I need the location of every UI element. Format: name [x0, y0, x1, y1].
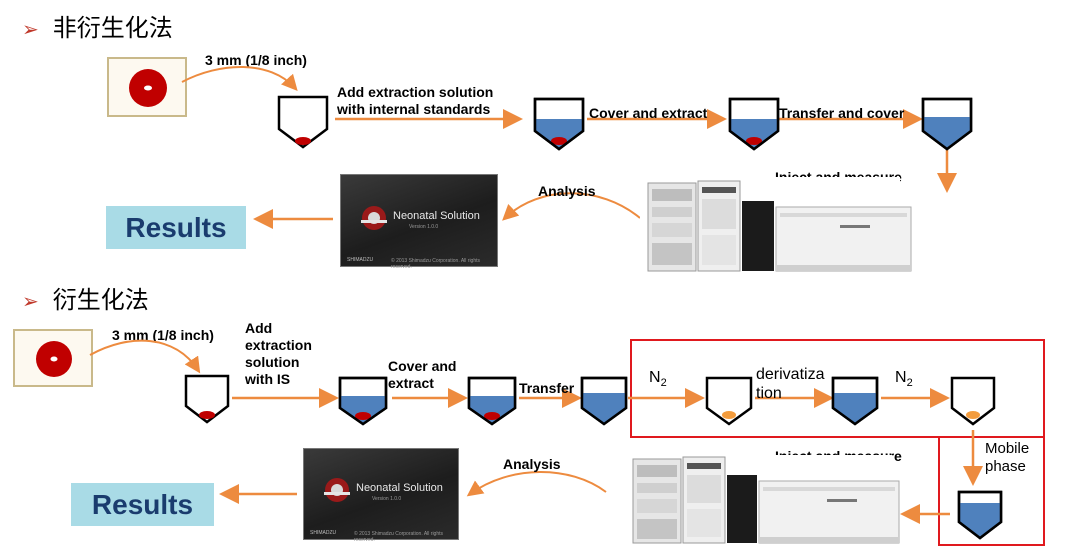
step-add-extraction-label: Add extraction solution with internal st… — [337, 84, 494, 117]
software-copyright: © 2013 Shimadzu Corporation. All rights … — [391, 258, 481, 270]
analysis-label: Analysis — [538, 183, 596, 199]
results-box: Results — [71, 483, 214, 526]
nitrogen-drying-label-1: N2 — [649, 368, 667, 393]
section2-heading: ➢ 衍生化法 — [22, 280, 149, 315]
sample-well-icon — [338, 376, 388, 426]
sample-well-icon — [184, 374, 230, 424]
lcms-instrument-icon — [627, 455, 900, 545]
dried-blood-spot-card — [107, 57, 187, 117]
software-brand: SHIMADZU — [310, 530, 337, 536]
software-version: Version 1.0.0 — [372, 496, 402, 502]
software-logo-icon — [361, 206, 387, 230]
punch-size-label: 3 mm (1/8 inch) — [112, 327, 214, 343]
dried-blood-spot-icon — [129, 69, 167, 107]
derivatization-label: derivatiza tion — [756, 366, 825, 402]
software-logo-icon — [324, 478, 350, 502]
nitrogen-subscript: 2 — [906, 377, 913, 390]
derivatization-highlight-box — [630, 339, 1045, 438]
analysis-label: Analysis — [503, 456, 561, 472]
sample-well-icon — [580, 376, 628, 426]
dried-blood-spot-card — [13, 329, 93, 387]
software-title: Neonatal Solution — [393, 210, 480, 222]
arrow-bullet-icon: ➢ — [22, 289, 39, 313]
sample-well-icon — [277, 95, 329, 149]
sample-well-icon — [533, 97, 585, 151]
results-label: Results — [91, 488, 194, 520]
step-transfer-cover-label: Transfer and cover — [779, 105, 905, 121]
arrow-bullet-icon: ➢ — [22, 17, 39, 41]
neonatal-solution-screen-icon: Neonatal Solution Version 1.0.0 SHIMADZU… — [303, 448, 459, 543]
step-cover-extract-label: Cover and extract — [589, 105, 708, 121]
software-version: Version 1.0.0 — [409, 224, 439, 230]
step-add-extraction-label: Add extraction solution with IS — [245, 320, 312, 387]
step-transfer-label: Transfer — [519, 380, 575, 396]
results-box: Results — [106, 206, 246, 249]
sample-well-icon — [957, 490, 1003, 540]
sample-well-icon — [921, 97, 973, 151]
sample-well-icon — [705, 376, 753, 426]
software-copyright: © 2013 Shimadzu Corporation. All rights … — [354, 531, 444, 543]
derivatization-highlight-box-lower — [938, 436, 1045, 546]
nitrogen-drying-label-2: N2 — [895, 368, 913, 393]
software-brand: SHIMADZU — [347, 257, 374, 263]
nitrogen-symbol: N — [895, 369, 907, 386]
mobile-phase-label: Mobile phase — [985, 440, 1030, 475]
step-cover-extract-label: Cover and extract — [388, 358, 457, 391]
software-title: Neonatal Solution — [356, 482, 443, 494]
sample-well-icon — [467, 376, 517, 426]
dried-blood-spot-icon — [36, 341, 72, 377]
sample-well-icon — [831, 376, 879, 426]
nitrogen-subscript: 2 — [660, 377, 667, 390]
sample-well-icon — [728, 97, 780, 151]
section1-heading-text: 非衍生化法 — [52, 14, 173, 42]
sample-well-icon — [950, 376, 996, 426]
neonatal-solution-screen-icon: Neonatal Solution Version 1.0.0 SHIMADZU… — [340, 174, 498, 270]
nitrogen-symbol: N — [649, 369, 661, 386]
results-label: Results — [125, 211, 227, 243]
punch-size-label: 3 mm (1/8 inch) — [205, 52, 307, 68]
section1-heading: ➢ 非衍生化法 — [22, 8, 173, 43]
lcms-instrument-icon — [640, 177, 912, 274]
section2-heading-text: 衍生化法 — [52, 286, 149, 314]
